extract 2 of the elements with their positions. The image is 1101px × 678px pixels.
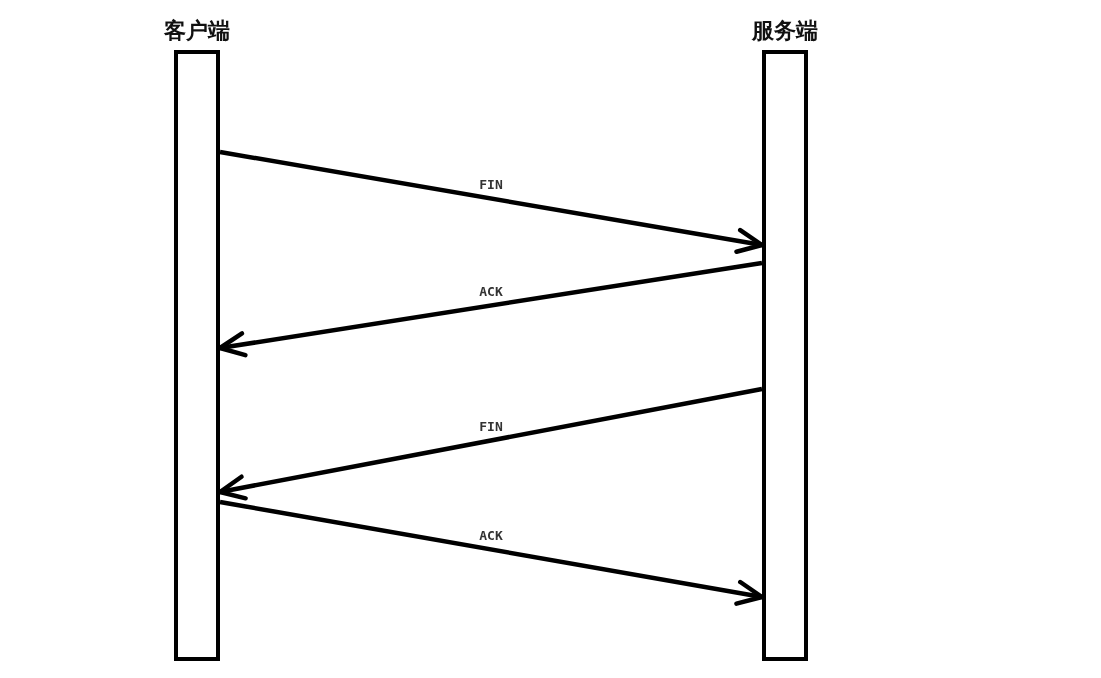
participant-label: 服务端 xyxy=(752,18,818,44)
participant-label: 客户端 xyxy=(164,18,230,44)
